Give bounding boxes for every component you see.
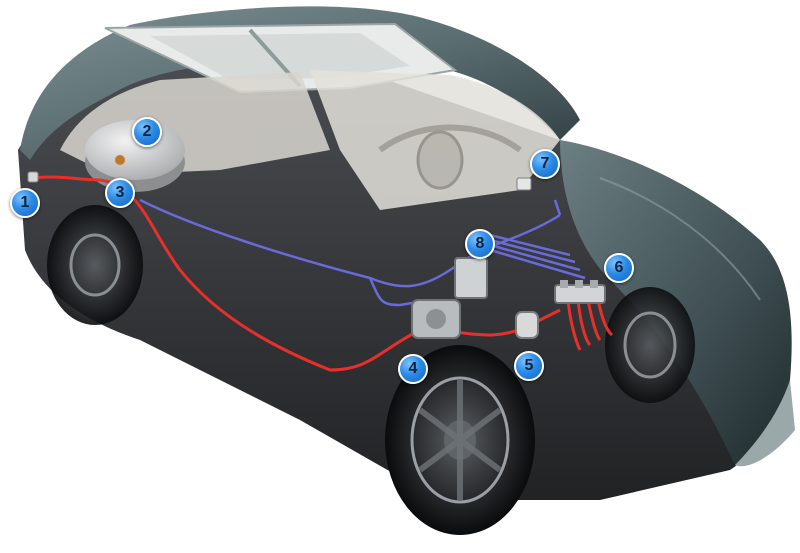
ecu-unit: [454, 257, 488, 299]
callout-label: 3: [115, 184, 125, 201]
callout-3: 3: [105, 178, 135, 208]
callout-7: 7: [530, 149, 560, 179]
callout-label: 1: [20, 194, 30, 211]
callout-5: 5: [514, 351, 544, 381]
callout-label: 8: [475, 235, 485, 252]
front-left-wheel: [385, 345, 535, 535]
callout-label: 7: [540, 155, 550, 172]
callout-label: 4: [408, 360, 418, 377]
front-right-wheel: [605, 287, 695, 403]
wiring-harness: [139, 198, 586, 307]
callout-2: 2: [132, 117, 162, 147]
callout-label: 6: [614, 259, 624, 276]
callout-label: 2: [142, 123, 152, 140]
switch-gauge: [516, 177, 532, 191]
injector-rail: [554, 280, 606, 304]
callout-4: 4: [398, 354, 428, 384]
callout-1: 1: [10, 188, 40, 218]
car-roof: [20, 6, 580, 161]
gas-filter: [515, 311, 539, 339]
rear-left-wheel: [47, 205, 143, 325]
reducer-vaporizer: [411, 299, 461, 339]
callout-label: 5: [524, 357, 534, 374]
callout-8: 8: [465, 229, 495, 259]
filler-valve: [27, 171, 39, 183]
callout-6: 6: [604, 253, 634, 283]
